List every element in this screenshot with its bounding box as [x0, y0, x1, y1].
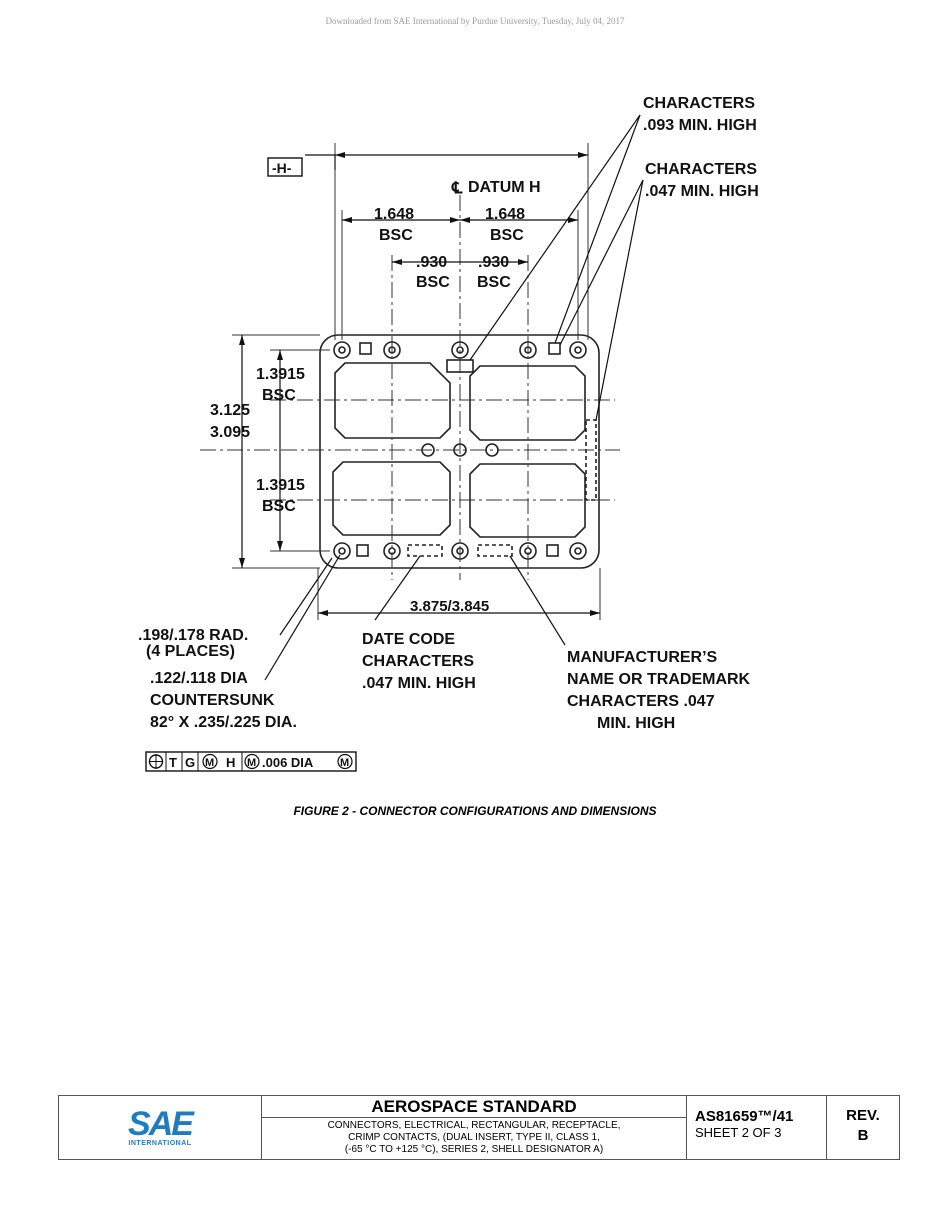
note-mfr-3: CHARACTERS .047	[567, 693, 715, 710]
note-chars-093-2: .093 MIN. HIGH	[643, 117, 757, 134]
svg-text:G: G	[185, 755, 195, 770]
datum-h-box: -H-	[272, 160, 292, 176]
note-mfr-2: NAME OR TRADEMARK	[567, 671, 751, 688]
sae-logo: SAE INTERNATIONAL	[59, 1096, 262, 1159]
dim-930-left: .930	[416, 254, 447, 271]
insert-bottom-right	[469, 463, 586, 538]
document-number: AS81659™/41	[695, 1108, 794, 1125]
note-date-1: DATE CODE	[362, 631, 455, 648]
download-note: Downloaded from SAE International by Pur…	[325, 16, 625, 26]
note-hole-3: 82° X .235/.225 DIA.	[150, 714, 297, 731]
dim-3125: 3.125	[210, 402, 250, 419]
dim-overall-width: 3.875/3.845	[410, 598, 489, 615]
connector-drawing: -H- ℄ DATUM H 1.648 BSC 1.648 BSC .930 B…	[138, 95, 759, 772]
note-hole-1: .122/.118 DIA	[150, 670, 248, 687]
feature-control-frame: T G M H M .006 DIA M	[145, 751, 357, 772]
dim-13915-bottom: 1.3915	[256, 477, 305, 494]
note-date-3: .047 MIN. HIGH	[362, 675, 476, 692]
revision-cell: REV. B	[827, 1096, 899, 1159]
dim-1648-right: 1.648	[485, 206, 525, 223]
dim-bsc-2: BSC	[490, 227, 524, 244]
note-date-2: CHARACTERS	[362, 653, 474, 670]
note-mfr-4: MIN. HIGH	[597, 715, 675, 732]
note-chars-093-1: CHARACTERS	[643, 95, 755, 112]
rev-value: B	[857, 1127, 869, 1144]
insert-top-right	[469, 365, 586, 441]
dim-bsc-6: BSC	[262, 498, 296, 515]
dim-bsc-3: BSC	[416, 274, 450, 291]
dim-13915-top: 1.3915	[256, 366, 305, 383]
title-cell: AEROSPACE STANDARD CONNECTORS, ELECTRICA…	[262, 1096, 687, 1159]
note-chars-047-1: CHARACTERS	[645, 161, 757, 178]
dim-bsc-4: BSC	[477, 274, 511, 291]
dim-1648-left: 1.648	[374, 206, 414, 223]
svg-text:M: M	[340, 757, 349, 769]
document-number-cell: AS81659™/41 SHEET 2 OF 3	[687, 1096, 827, 1159]
note-radius-2: (4 PLACES)	[146, 643, 235, 660]
note-mfr-1: MANUFACTURER’S	[567, 649, 718, 666]
note-radius-1: .198/.178 RAD.	[138, 627, 248, 644]
svg-text:T: T	[169, 755, 177, 770]
sheet-number: SHEET 2 OF 3	[695, 1125, 782, 1140]
note-chars-047-2: .047 MIN. HIGH	[645, 183, 759, 200]
datum-label: DATUM H	[468, 179, 541, 196]
insert-top-left	[334, 362, 451, 439]
svg-text:.006 DIA: .006 DIA	[262, 755, 314, 770]
standard-description: CONNECTORS, ELECTRICAL, RECTANGULAR, REC…	[327, 1120, 621, 1155]
centerline-symbol: ℄	[451, 180, 463, 197]
dim-bsc-1: BSC	[379, 227, 413, 244]
note-hole-2: COUNTERSUNK	[150, 692, 275, 709]
standard-heading: AEROSPACE STANDARD	[262, 1096, 686, 1118]
dim-3095: 3.095	[210, 424, 250, 441]
figure-caption: FIGURE 2 - CONNECTOR CONFIGURATIONS AND …	[293, 804, 657, 818]
dim-930-right: .930	[478, 254, 509, 271]
rev-label: REV.	[846, 1107, 880, 1124]
dim-bsc-5: BSC	[262, 387, 296, 404]
insert-bottom-left	[332, 461, 451, 536]
title-block: SAE INTERNATIONAL AEROSPACE STANDARD CON…	[58, 1095, 900, 1160]
svg-text:M: M	[247, 757, 256, 769]
svg-text:H: H	[226, 755, 235, 770]
svg-text:M: M	[205, 757, 214, 769]
